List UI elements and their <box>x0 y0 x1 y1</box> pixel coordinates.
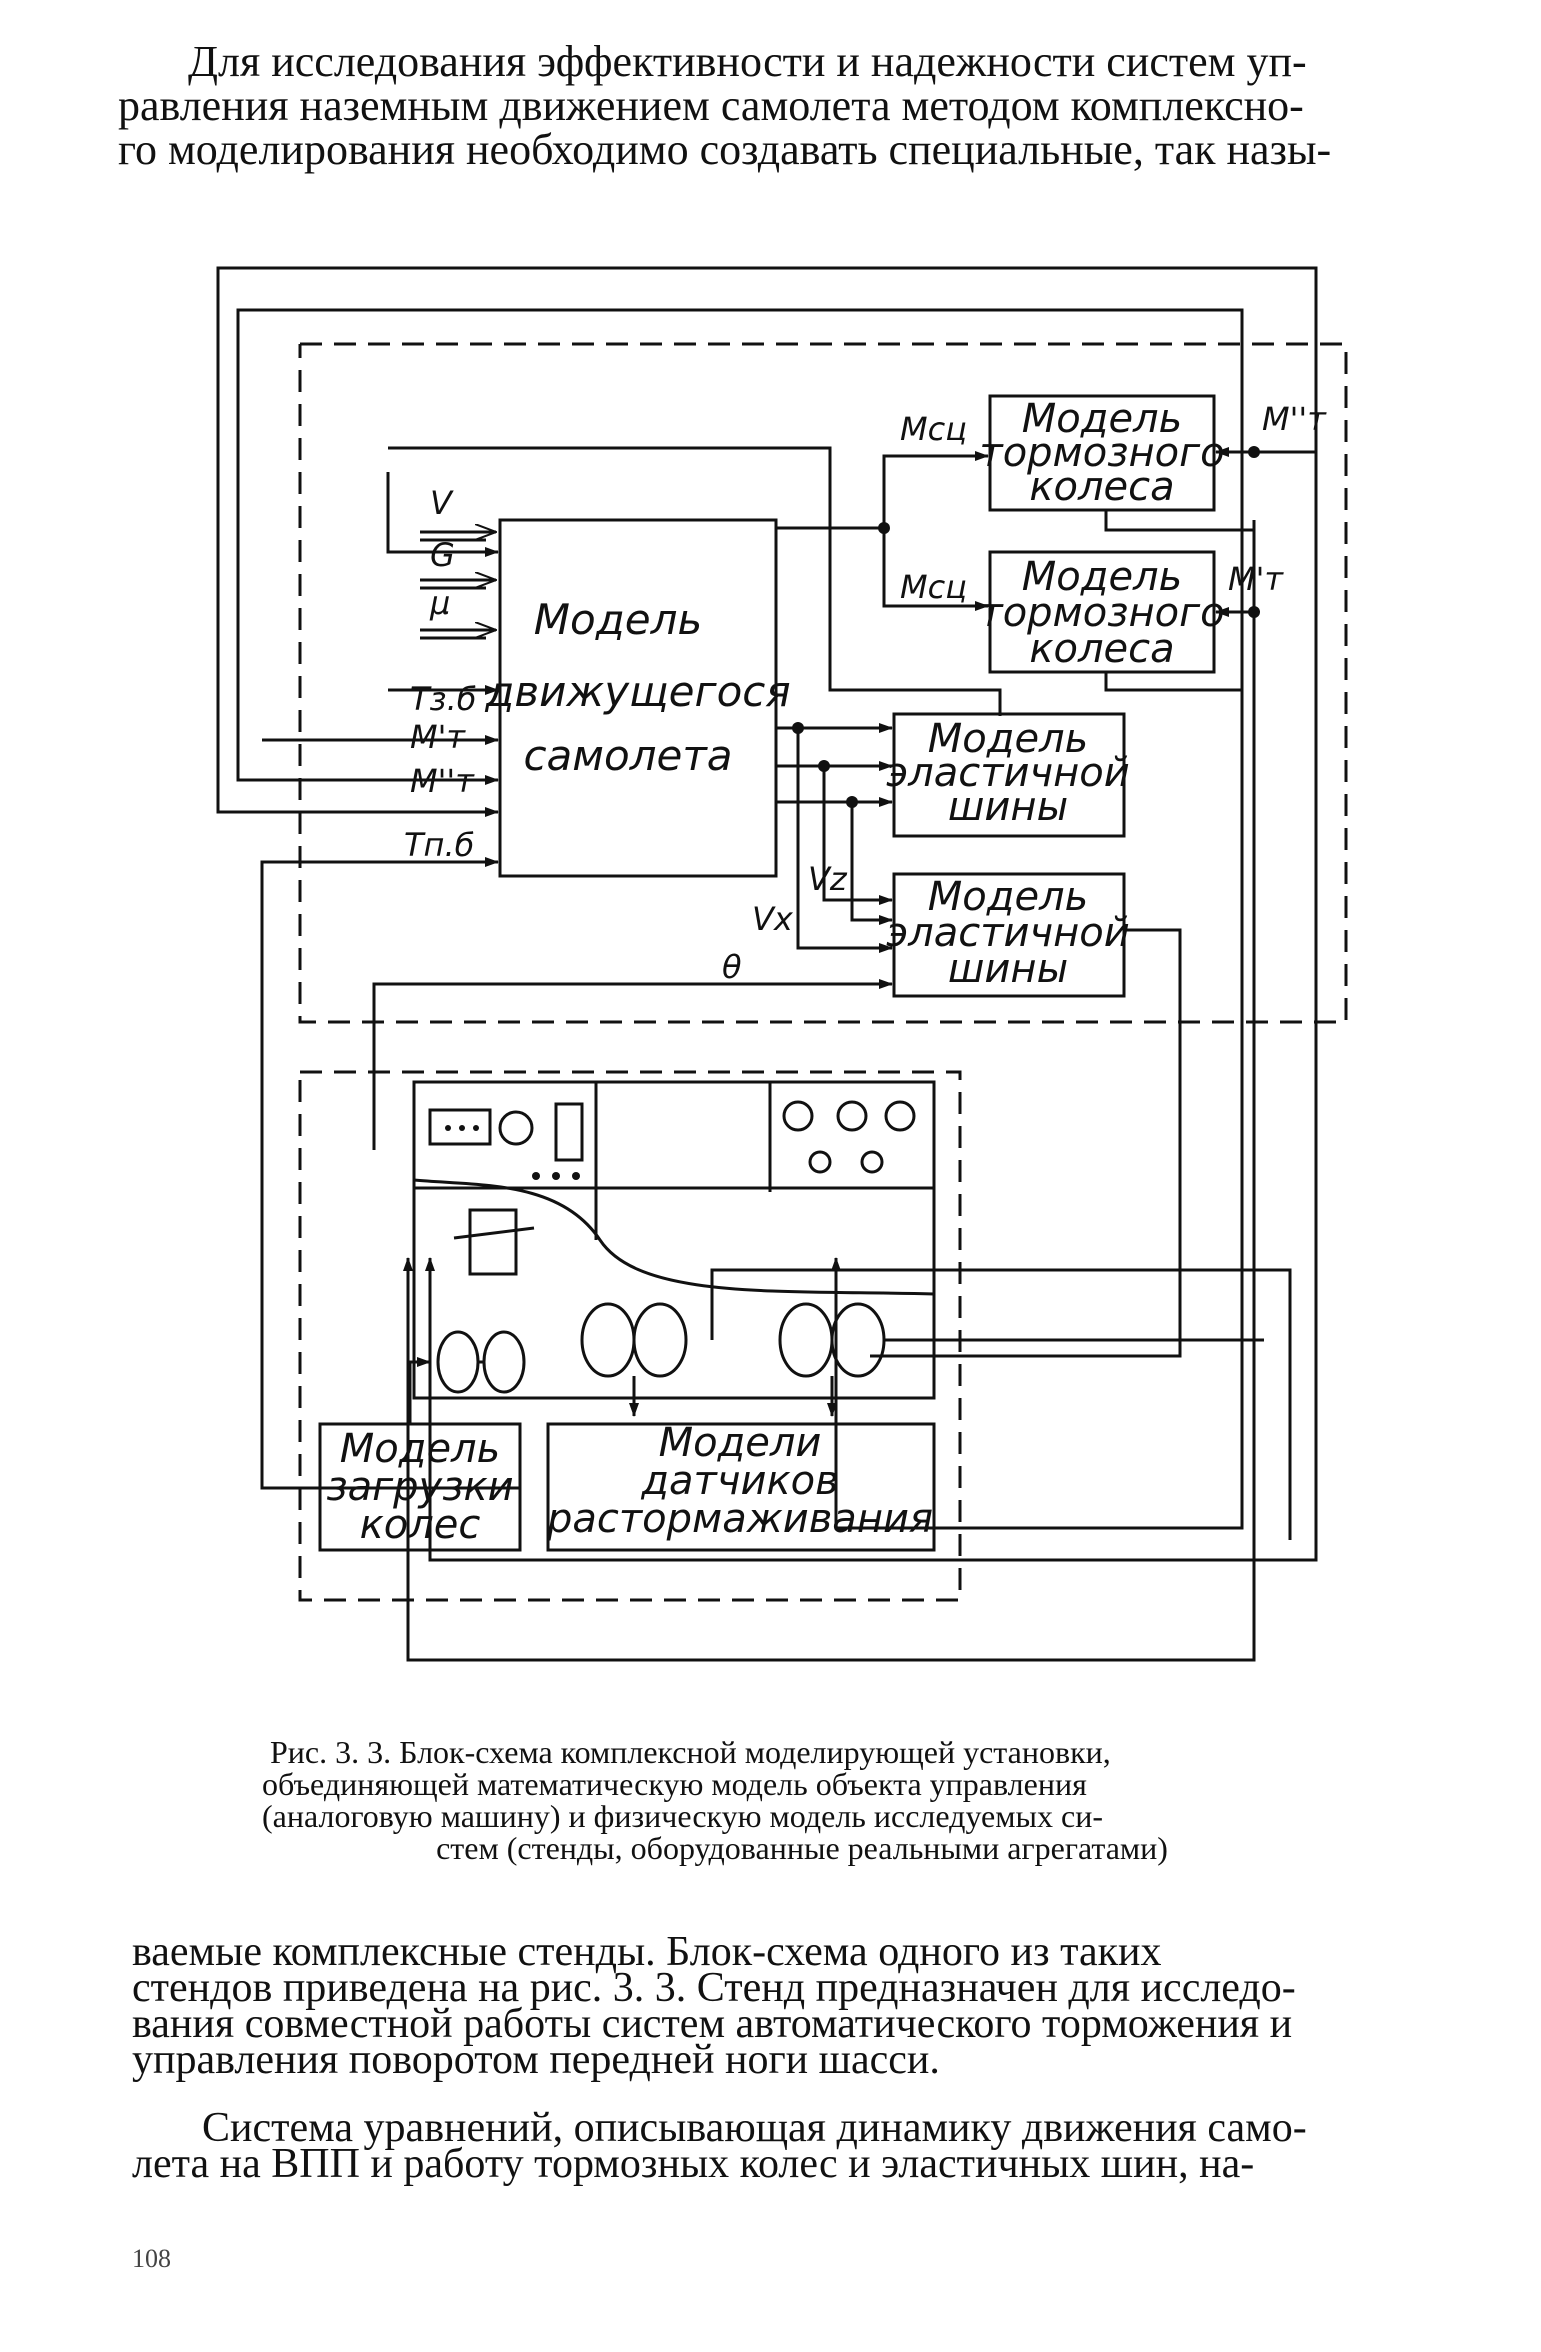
t-pb-label: Тп.б <box>404 826 474 864</box>
top-paragraph: Для исследования эффективности и надежно… <box>118 40 1474 172</box>
text-line: го моделирования необходимо создавать сп… <box>118 125 1332 174</box>
text-line: ваемые комплексные стенды. Блок-схема од… <box>132 1929 1162 1975</box>
t-zb-label: Тз.б <box>410 680 476 718</box>
mt1-left-label: M'т <box>410 718 466 756</box>
elastic-tire-model-2-line: шины <box>948 946 1068 992</box>
loop-line-2 <box>236 308 1244 1530</box>
aircraft-model-box <box>498 518 778 878</box>
text-line: лета на ВПП и работу тормозных колес и э… <box>132 2141 1255 2187</box>
sensor-models-line: растормаживания <box>546 1496 933 1542</box>
test-stand-box <box>412 1080 936 1400</box>
page-number: 108 <box>132 2244 171 2273</box>
aircraft-model-line: Модель <box>534 595 702 644</box>
elastic-tire-model-2-line: эластичной <box>886 910 1130 956</box>
mt2-label: M''т <box>1262 400 1327 438</box>
vx-label: Vx <box>752 900 794 938</box>
elastic-tire-model-1-box <box>892 712 1126 838</box>
input-mu-label: μ <box>429 584 450 622</box>
text-line: равления наземным движением самолета мет… <box>118 81 1304 130</box>
sensor-models-line: Модели <box>659 1420 822 1466</box>
brake-wheel-model-2-line: колеса <box>1029 626 1174 672</box>
text-line: стендов приведена на рис. 3. 3. Стенд пр… <box>132 1965 1296 2011</box>
wheel-load-model-line: Модель <box>340 1426 500 1472</box>
loop-line-3 <box>403 520 1256 1662</box>
loop-line-1 <box>216 266 1318 1562</box>
wheel-load-model-line: загрузки <box>326 1464 513 1510</box>
text-line: Система уравнений, описывающая динамику … <box>202 2105 1307 2151</box>
elastic-tire-model-1-line: шины <box>948 784 1068 830</box>
sensor-models-box <box>546 1422 936 1552</box>
brake-wheel-model-1-line: тормозного <box>979 430 1224 476</box>
elastic-tire-model-2-box <box>892 872 1126 998</box>
brake-wheel-model-2-line: тормозного <box>979 590 1224 636</box>
caption-line: (аналоговую машину) и физическую модель … <box>262 1798 1103 1834</box>
body-paragraph: Система уравнений, описывающая динамику … <box>132 2105 1478 2187</box>
wheel-load-model-line: колес <box>360 1502 481 1548</box>
aircraft-model-line: самолета <box>523 731 732 780</box>
brake-wheel-model-1-box <box>988 394 1216 512</box>
caption-line: объединяющей математическую модель объек… <box>262 1766 1087 1802</box>
theta-label: θ <box>722 948 742 986</box>
text-line: управления поворотом передней ноги шасси… <box>132 2037 940 2083</box>
brake-wheel-model-1-line: колеса <box>1029 464 1174 510</box>
body-paragraph: ваемые комплексные стенды. Блок-схема од… <box>132 1929 1478 2083</box>
m-sc-label: Мсц <box>900 410 967 448</box>
input-v-label: V <box>430 484 454 522</box>
mt1-label: M'т <box>1228 560 1284 598</box>
sensor-models-line: датчиков <box>640 1458 838 1504</box>
brake-wheel-model-1-line: Модель <box>1022 396 1182 442</box>
input-g-label: G <box>430 536 455 574</box>
elastic-tire-model-1-line: Модель <box>928 716 1088 762</box>
mt2-left-label: M''т <box>410 762 475 800</box>
brake-wheel-model-2-box <box>988 550 1216 674</box>
aircraft-model-line: движущегося <box>484 667 790 716</box>
text-line: Для исследования эффективности и надежно… <box>188 37 1307 86</box>
elastic-tire-model-2-line: Модель <box>928 874 1088 920</box>
vz-label: Vz <box>808 860 848 898</box>
dashed-boundary-stand <box>298 1070 962 1602</box>
dashed-boundary-math <box>298 342 1348 1024</box>
elastic-tire-model-1-line: эластичной <box>886 750 1130 796</box>
figure-caption: Рис. 3. 3. Блок-схема комплексной модели… <box>262 1736 1342 1864</box>
caption-line: Рис. 3. 3. Блок-схема комплексной модели… <box>270 1734 1111 1770</box>
text-line: вания совместной работы систем автоматич… <box>132 2001 1293 2047</box>
brake-wheel-model-2-line: Модель <box>1022 554 1182 600</box>
m-sc-label: Мсц <box>900 568 967 606</box>
block-diagram: Модель тормозного колеса Модель тормозно… <box>216 266 1348 1662</box>
caption-line: стем (стенды, оборудованные реальными аг… <box>436 1830 1168 1866</box>
